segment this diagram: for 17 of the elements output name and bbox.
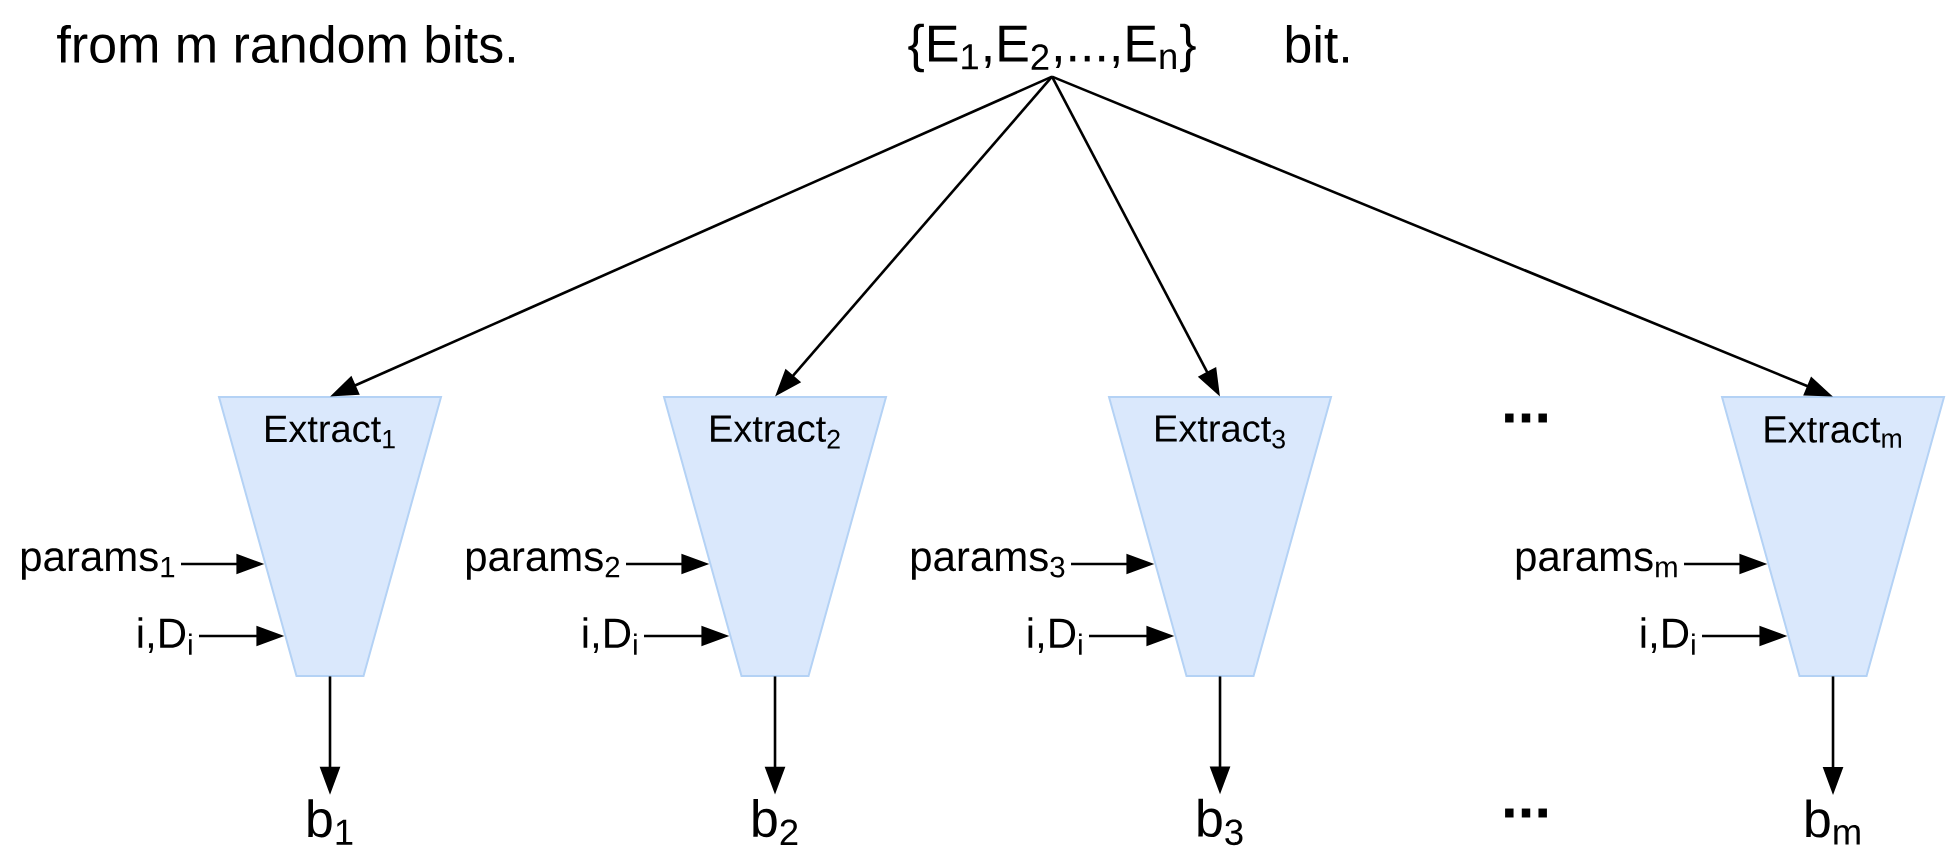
input-label: i,D$_{i}$: [138, 617, 192, 655]
output-bit-label: b$_{1}$: [308, 799, 353, 845]
input-label: i,D$_{i}$: [1641, 617, 1695, 655]
output-bit-label: b$_{2}$: [753, 799, 798, 845]
input-label: i,D$_{i}$: [1028, 617, 1082, 655]
note-text: bit.: [1286, 24, 1348, 64]
input-label: params$_{1}$: [21, 548, 175, 580]
input-label: i,D$_{i}$: [583, 617, 637, 655]
ellipsis: ...: [1505, 413, 1547, 423]
output-bit-label: b$_{3}$: [1198, 798, 1243, 846]
output-bit-label: b$_{m}$: [1806, 799, 1860, 845]
input-label: params$_{m}$: [1516, 548, 1677, 580]
ellipsis: ...: [1505, 808, 1547, 818]
set-label: {E$_{1}$,E$_{2}$,...,E$_{n}$}: [908, 23, 1196, 73]
input-label: params$_{2}$: [466, 548, 620, 580]
note-text: from m random bits.: [57, 24, 514, 64]
input-label: params$_{3}$: [911, 548, 1065, 580]
